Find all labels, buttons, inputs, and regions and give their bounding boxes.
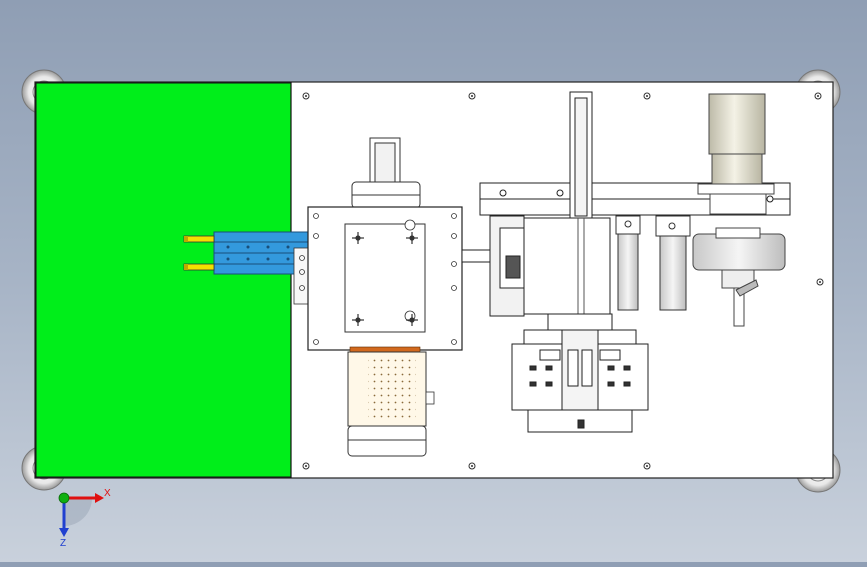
servo-motor bbox=[692, 93, 786, 327]
pneumatic-cylinder-right bbox=[655, 215, 691, 311]
axis-x-label: X bbox=[104, 488, 111, 499]
square-slide-plate bbox=[307, 206, 463, 351]
pneumatic-cylinder-left bbox=[615, 215, 641, 311]
axis-triad: X Z bbox=[58, 488, 111, 549]
blue-guide-rail bbox=[213, 231, 309, 275]
axis-z-label: Z bbox=[60, 538, 66, 549]
upper-slide-block bbox=[351, 137, 421, 209]
gripper-assembly bbox=[511, 313, 649, 433]
orange-strip bbox=[349, 346, 421, 353]
axis-origin-icon bbox=[58, 492, 70, 504]
yellow-pins bbox=[183, 235, 215, 271]
vertical-post bbox=[569, 91, 593, 223]
green-side-panel bbox=[35, 82, 292, 478]
side-bracket bbox=[293, 247, 311, 305]
center-actuator bbox=[461, 215, 611, 330]
perforated-tray bbox=[347, 351, 435, 427]
lower-slide-block bbox=[347, 425, 427, 457]
